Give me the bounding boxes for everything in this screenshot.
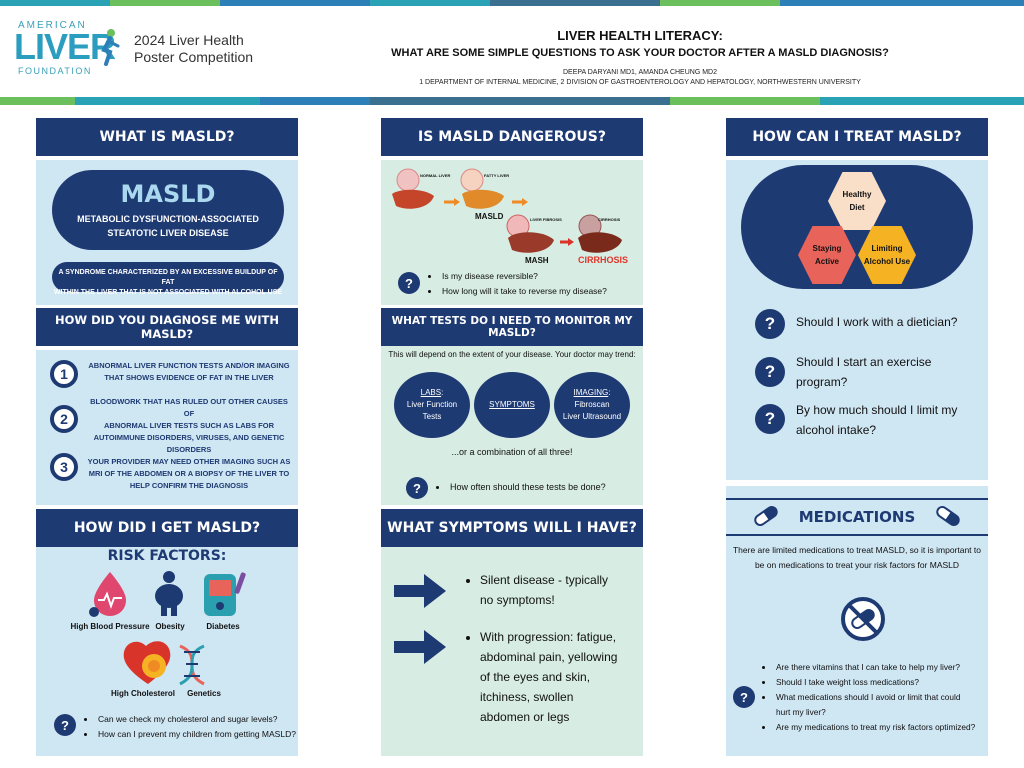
step-3-text: YOUR PROVIDER MAY NEED OTHER IMAGING SUC… [87,457,291,490]
competition-title: 2024 Liver Health Poster Competition [134,32,254,65]
question-mark-icon: ? [406,477,428,499]
step-3-badge: 3 [50,453,78,481]
risk-questions-list: Can we check my cholesterol and sugar le… [84,712,296,742]
how-get-masld-header: HOW DID I GET MASLD? [36,509,298,547]
question-mark-icon: ? [733,686,755,708]
stage-fatty-label: FATTY LIVER [484,173,510,178]
labs-circle: LABS: Liver Function Tests [394,372,470,438]
top-color-strip [0,0,1024,6]
disease-progression-diagram [392,168,622,253]
risk-label-genetics: Genetics [187,689,221,698]
medication-questions-list: Are there vitamins that I can take to he… [762,660,986,735]
dna-icon [179,644,205,686]
risk-factors-title: RISK FACTORS: [107,548,227,564]
medications-text: There are limited medications to treat M… [732,545,981,570]
step-1-text: ABNORMAL LIVER FUNCTION TESTS AND/OR IMA… [88,361,290,382]
no-pills-icon [841,597,885,641]
header-divider [0,97,1024,105]
syndrome-pill: A SYNDROME CHARACTERIZED BY AN EXCESSIVE… [52,262,284,296]
mash-stage-label: MASH [525,256,549,265]
stage-cirrhosis-small-label: CIRRHOSIS [598,217,621,222]
obesity-icon [155,571,183,616]
stage-normal-label: NORMAL LIVER [420,173,451,178]
masld-definition-pill: MASLD METABOLIC DYSFUNCTION-ASSOCIATED S… [52,170,284,250]
cirrhosis-stage-label: CIRRHOSIS [578,255,629,265]
arrow-right-icon [394,630,446,664]
arrow-right-icon [394,574,446,608]
heart-icon [123,641,171,684]
risk-label-cholesterol: High Cholesterol [110,689,175,698]
is-masld-dangerous-header: IS MASLD DANGEROUS? [381,118,643,156]
logo-main-text: LIVER [14,26,116,67]
glucometer-icon [204,572,246,616]
tests-questions-list: How often should these tests be done? [436,480,636,495]
pill-capsule-icon [754,505,778,527]
authors: DEEPA DARYANI MD1, AMANDA CHEUNG MD2 1 D… [419,69,861,86]
symptoms-circle: SYMPTOMS [474,372,550,438]
symptom-progression: With progression: fatigue,abdominal pain… [466,627,636,727]
question-mark-icon: ? [755,309,785,339]
diagnose-panel [36,350,298,505]
step-2-text: BLOODWORK THAT HAS RULED OUT OTHER CAUSE… [90,397,288,454]
pill-capsule-icon [936,505,960,527]
question-mark-icon: ? [398,272,420,294]
poster-title: LIVER HEALTH LITERACY: WHAT ARE SOME SIM… [391,28,889,59]
risk-label-obesity: Obesity [155,622,185,631]
logo-top-text: AMERICAN [18,20,87,31]
trend-text: This will depend on the extent of your d… [388,350,636,359]
imaging-circle: IMAGING: Fibroscan Liver Ultrasound [554,372,630,438]
treat-masld-header: HOW CAN I TREAT MASLD? [726,118,988,156]
diagnose-header: HOW DID YOU DIAGNOSE ME WITH MASLD? [36,308,298,346]
risk-label-blood-pressure: High Blood Pressure [70,622,150,631]
question-mark-icon: ? [755,357,785,387]
symptoms-header: WHAT SYMPTOMS WILL I HAVE? [381,509,643,547]
poster-header: AMERICAN LIVER FOUNDATION 2024 Liver Hea… [0,6,1024,98]
stage-fibrosis-label: LIVER FIBROSIS [530,217,562,222]
treat-question-dietician: Should I work with a dietician? [796,315,958,329]
question-mark-icon: ? [54,714,76,736]
question-mark-icon: ? [755,404,785,434]
risk-label-diabetes: Diabetes [206,622,240,631]
danger-questions-list: Is my disease reversible? How long will … [428,269,638,299]
step-1-badge: 1 [50,360,78,388]
tests-header: WHAT TESTS DO I NEED TO MONITOR MY MASLD… [381,308,643,346]
logo-bottom-text: FOUNDATION [18,66,92,76]
step-2-badge: 2 [50,405,78,433]
what-is-masld-header: WHAT IS MASLD? [36,118,298,156]
blood-pressure-icon [89,572,126,617]
combination-text: ...or a combination of all three! [451,447,573,457]
masld-stage-label: MASLD [475,212,504,221]
runner-logo-icon [101,29,120,66]
